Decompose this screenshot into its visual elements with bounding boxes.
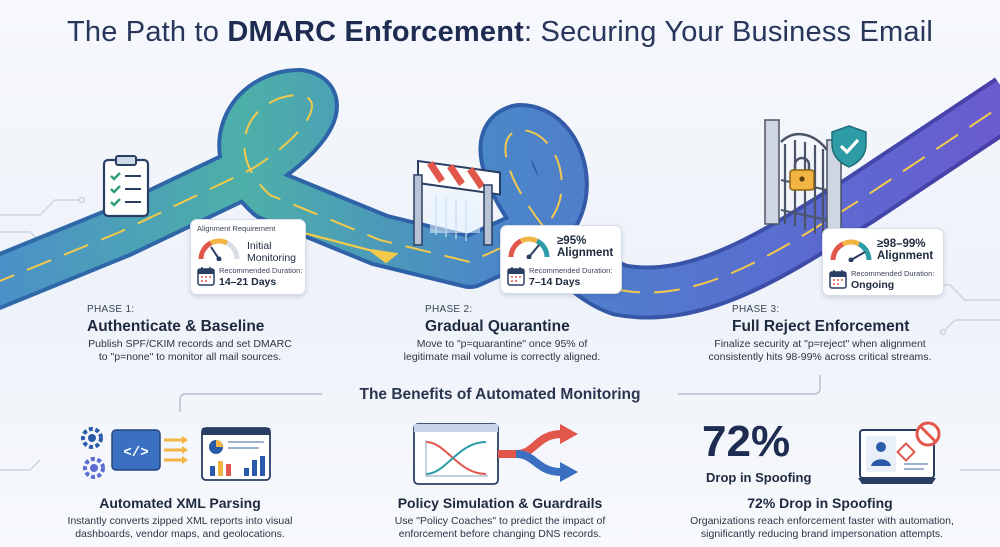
calendar-icon	[829, 270, 847, 289]
benefit-2-desc: Use "Policy Coaches" to predict the impa…	[394, 515, 606, 540]
no-entry-icon	[915, 421, 941, 447]
xml-parsing-illustration: </>	[81, 427, 271, 481]
card-header: Alignment Requirement	[197, 224, 276, 233]
road-center-line	[0, 93, 1000, 294]
page-title: The Path to DMARC Enforcement: Securing …	[0, 16, 1000, 49]
shield-check-icon	[831, 125, 867, 168]
metric-value: Initial Monitoring	[247, 240, 297, 264]
dashboard-icon	[201, 427, 271, 481]
phase-1-desc: Publish SPF/CKIM records and set DMARC t…	[88, 338, 292, 363]
duration-value: 14–21 Days	[219, 276, 277, 288]
phase-3-label: PHASE 3:	[732, 304, 780, 315]
policy-simulation-illustration	[413, 423, 578, 485]
phase-1-title: Authenticate & Baseline	[87, 318, 265, 335]
connector-line	[179, 375, 821, 412]
title-suffix: : Securing Your Business Email	[524, 16, 934, 48]
metric-value: ≥98–99% Alignment	[877, 238, 934, 262]
spoofing-stat-value: 72%	[702, 417, 791, 466]
padlock-icon	[789, 156, 815, 191]
monitor-warning-icon	[858, 421, 941, 484]
gear-icon	[81, 427, 103, 449]
phase-2-card: ≥95% Alignment Recommended Duration: 7–1…	[500, 225, 622, 294]
spoofing-stat-label: Drop in Spoofing	[706, 470, 812, 485]
phase-2-title: Gradual Quarantine	[425, 318, 570, 335]
code-icon: </>	[111, 429, 161, 471]
phase-3-title: Full Reject Enforcement	[732, 318, 910, 335]
calendar-icon	[507, 267, 525, 286]
phase-2-label: PHASE 2:	[425, 304, 473, 315]
benefit-1-title: Automated XML Parsing	[99, 495, 261, 511]
clipboard-checklist-icon	[102, 155, 150, 218]
benefit-2-title: Policy Simulation & Guardrails	[397, 495, 603, 511]
gauge-icon	[198, 238, 240, 261]
duration-value: 7–14 Days	[529, 276, 581, 288]
duration-value: Ongoing	[851, 279, 895, 291]
road-arrow-icon	[299, 230, 399, 264]
phase-3-card: ≥98–99% Alignment Recommended Duration: …	[822, 228, 944, 296]
phase-1-card: Alignment Requirement Initial Monitoring…	[190, 219, 306, 295]
gauge-icon	[830, 239, 872, 262]
phase-3-desc: Finalize security at "p=reject" when ali…	[708, 338, 932, 363]
duration-label: Recommended Duration:	[851, 269, 935, 278]
duration-label: Recommended Duration:	[219, 266, 303, 275]
gauge-icon	[508, 236, 550, 259]
benefit-3-title: 72% Drop in Spoofing	[747, 495, 893, 511]
metric-value: ≥95% Alignment	[557, 235, 614, 259]
gear-icon	[83, 457, 105, 479]
benefits-heading: The Benefits of Automated Monitoring	[359, 386, 641, 403]
split-arrows-icon	[498, 424, 578, 482]
calendar-icon	[197, 267, 215, 286]
benefit-3-desc: Organizations reach enforcement faster w…	[690, 515, 954, 540]
iron-gate-icon	[764, 119, 842, 245]
barrier-gate-icon	[413, 159, 501, 246]
title-bold: DMARC Enforcement	[227, 16, 525, 48]
duration-label: Recommended Duration:	[529, 266, 613, 275]
benefit-1-desc: Instantly converts zipped XML reports in…	[67, 515, 293, 540]
title-prefix: The Path to	[66, 16, 228, 48]
phase-1-label: PHASE 1:	[87, 304, 135, 315]
svg-text:</>: </>	[123, 445, 148, 461]
phase-2-desc: Move to "p=quarantine" once 95% of legit…	[403, 338, 601, 363]
circuit-lines-bottom	[0, 459, 1000, 471]
